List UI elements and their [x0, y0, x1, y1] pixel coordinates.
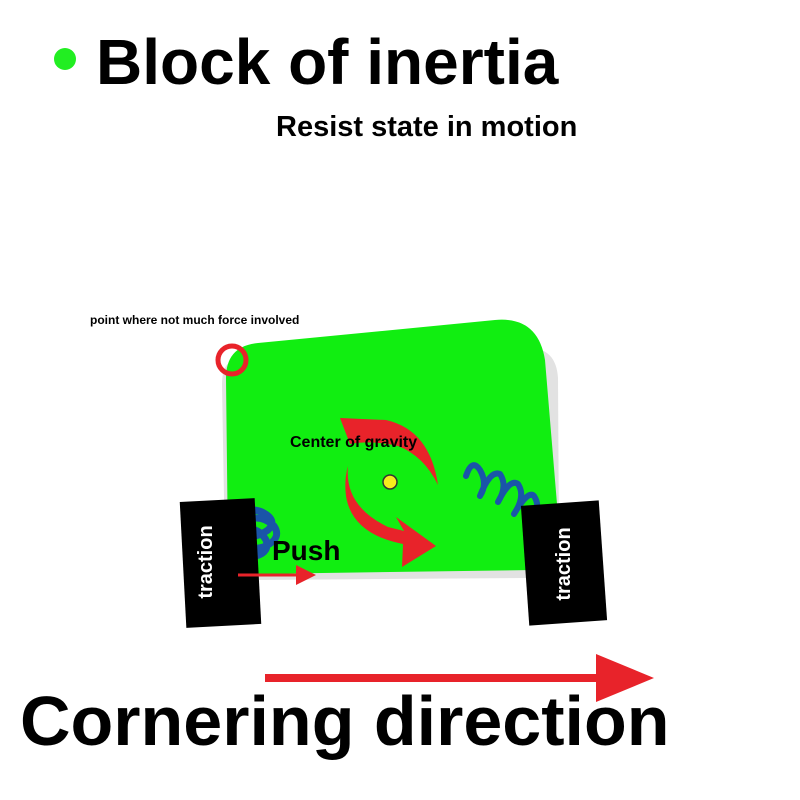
subtitle: Resist state in motion [276, 111, 577, 143]
title: Block of inertia [96, 26, 559, 98]
annotation-note: point where not much force involved [90, 313, 299, 327]
cornering-direction-label: Cornering direction [20, 682, 669, 760]
push-label: Push [272, 535, 340, 566]
center-of-gravity-dot [383, 475, 397, 489]
traction-label-left: traction [195, 525, 217, 598]
traction-label-right: traction [553, 527, 575, 600]
traction-block-left: traction [180, 498, 261, 628]
center-of-gravity-label: Center of gravity [290, 434, 417, 451]
traction-block-right: traction [521, 500, 607, 625]
bullet-dot [54, 48, 76, 70]
